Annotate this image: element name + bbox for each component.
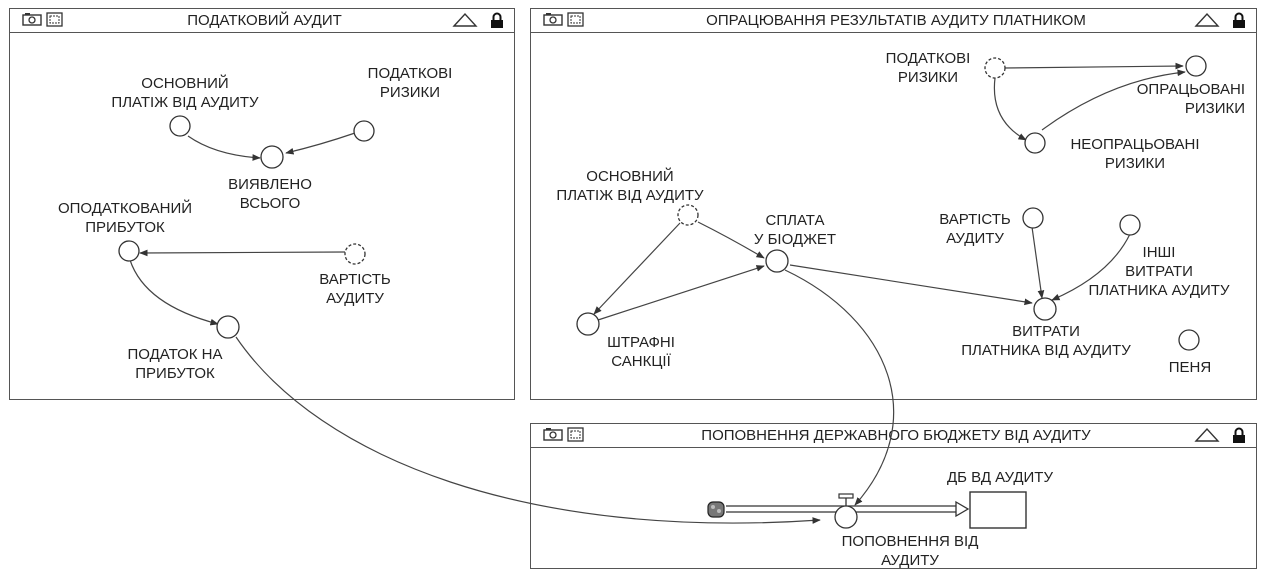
node-tax-risks-1[interactable] bbox=[353, 120, 375, 142]
square-icon[interactable] bbox=[46, 12, 63, 27]
label-detected-total: ВИЯВЛЕНО ВСЬОГО bbox=[228, 176, 312, 212]
link-taxedprofit-tax bbox=[129, 259, 219, 326]
node-tax-risks-2[interactable] bbox=[984, 57, 1006, 79]
flow-valve-icon[interactable] bbox=[834, 493, 858, 529]
stock-db[interactable] bbox=[969, 491, 1027, 529]
node-main-payment-2[interactable] bbox=[677, 204, 699, 226]
link-tax-replenishment bbox=[235, 336, 821, 524]
label-tax-risks-1: ПОДАТКОВІ РИЗИКИ bbox=[367, 65, 453, 101]
source-cloud-icon bbox=[707, 501, 725, 518]
label-main-payment-1: ОСНОВНИЙ ПЛАТІЖ ВІД АУДИТУ bbox=[111, 75, 259, 111]
link-auditcost-costs bbox=[1031, 226, 1045, 299]
lock-icon[interactable] bbox=[1232, 427, 1246, 444]
camera-icon[interactable] bbox=[543, 427, 563, 442]
node-unprocessed-risks[interactable] bbox=[1024, 132, 1046, 154]
lock-icon[interactable] bbox=[1232, 12, 1246, 29]
node-budget-payment[interactable] bbox=[765, 249, 789, 273]
link-budget-costs bbox=[789, 264, 1033, 306]
camera-icon[interactable] bbox=[543, 12, 563, 27]
panel-title: ПОДАТКОВИЙ АУДИТ bbox=[187, 12, 342, 29]
link-risks-unprocessed bbox=[993, 77, 1027, 141]
node-fine[interactable] bbox=[1178, 329, 1200, 351]
panel-titlebar: ОПРАЦЮВАННЯ РЕЗУЛЬТАТІВ АУДИТУ ПЛАТНИКОМ bbox=[531, 9, 1256, 33]
node-audit-cost-2[interactable] bbox=[1022, 207, 1044, 229]
panel-tax-audit: ПОДАТКОВИЙ АУДИТ bbox=[9, 8, 515, 400]
panel-budget-replenishment: ПОПОВНЕННЯ ДЕРЖАВНОГО БЮДЖЕТУ ВІД АУДИТУ bbox=[530, 423, 1257, 569]
label-budget-payment: СПЛАТА У БІОДЖЕТ bbox=[753, 212, 837, 248]
link-unprocessed-processed bbox=[1041, 69, 1186, 131]
label-audit-cost-1: ВАРТІСТЬ АУДИТУ bbox=[319, 271, 391, 307]
label-replenishment-flow: ПОПОВНЕННЯ ВІД АУДИТУ bbox=[841, 533, 979, 569]
node-penalties[interactable] bbox=[576, 312, 600, 336]
panel-title: ОПРАЦЮВАННЯ РЕЗУЛЬТАТІВ АУДИТУ ПЛАТНИКОМ bbox=[706, 12, 1086, 29]
node-payer-costs[interactable] bbox=[1033, 297, 1057, 321]
link-mainpayment-penalties bbox=[593, 222, 681, 315]
lock-icon[interactable] bbox=[490, 12, 504, 29]
label-processed-risks: ОПРАЦЬОВАНІ РИЗИКИ bbox=[1136, 81, 1245, 117]
link-mainpayment-budget bbox=[697, 221, 765, 259]
node-detected-total[interactable] bbox=[260, 145, 284, 169]
square-icon[interactable] bbox=[567, 12, 584, 27]
label-fine: ПЕНЯ bbox=[1168, 359, 1212, 376]
link-risks-detected bbox=[285, 132, 356, 155]
panel-titlebar: ПОДАТКОВИЙ АУДИТ bbox=[10, 9, 514, 33]
panel-title: ПОПОВНЕННЯ ДЕРЖАВНОГО БЮДЖЕТУ ВІД АУДИТУ bbox=[701, 427, 1091, 444]
label-penalties: ШТРАФНІ САНКЦІЇ bbox=[607, 334, 675, 370]
camera-icon[interactable] bbox=[22, 12, 42, 27]
label-stock-db: ДБ ВД АУДИТУ bbox=[946, 469, 1053, 486]
triangle-icon[interactable] bbox=[452, 12, 478, 28]
node-profit-tax[interactable] bbox=[216, 315, 240, 339]
label-taxed-profit: ОПОДАТКОВАНИЙ ПРИБУТОК bbox=[57, 200, 193, 236]
label-main-payment-2: ОСНОВНИЙ ПЛАТІЖ ВІД АУДИТУ bbox=[556, 168, 704, 204]
link-risks-processed bbox=[1003, 62, 1184, 70]
square-icon[interactable] bbox=[567, 427, 584, 442]
node-main-payment-1[interactable] bbox=[169, 115, 191, 137]
triangle-icon[interactable] bbox=[1194, 12, 1220, 28]
node-other-costs[interactable] bbox=[1119, 214, 1141, 236]
link-penalties-budget bbox=[597, 265, 765, 321]
link-cost-taxedprofit bbox=[139, 249, 346, 257]
flow-arrowhead bbox=[955, 500, 970, 518]
link-othercosts-costs bbox=[1051, 233, 1131, 301]
label-other-costs: ІНШІ ВИТРАТИ ПЛАТНИКА АУДИТУ bbox=[1088, 244, 1230, 299]
node-processed-risks[interactable] bbox=[1185, 55, 1207, 77]
node-audit-cost-1[interactable] bbox=[344, 243, 366, 265]
label-unprocessed-risks: НЕОПРАЦЬОВАНІ РИЗИКИ bbox=[1070, 136, 1200, 172]
link-main-payment-detected bbox=[187, 135, 261, 161]
link-payment-replenishment bbox=[784, 269, 895, 506]
panel-payer-processing: ОПРАЦЮВАННЯ РЕЗУЛЬТАТІВ АУДИТУ ПЛАТНИКОМ bbox=[530, 8, 1257, 400]
triangle-icon[interactable] bbox=[1194, 427, 1220, 443]
label-profit-tax: ПОДАТОК НА ПРИБУТОК bbox=[127, 346, 223, 382]
node-taxed-profit[interactable] bbox=[118, 240, 140, 262]
label-payer-costs: ВИТРАТИ ПЛАТНИКА ВІД АУДИТУ bbox=[961, 323, 1131, 359]
label-tax-risks-2: ПОДАТКОВІ РИЗИКИ bbox=[885, 50, 971, 86]
label-audit-cost-2: ВАРТІСТЬ АУДИТУ bbox=[939, 211, 1011, 247]
panel-titlebar: ПОПОВНЕННЯ ДЕРЖАВНОГО БЮДЖЕТУ ВІД АУДИТУ bbox=[531, 424, 1256, 448]
